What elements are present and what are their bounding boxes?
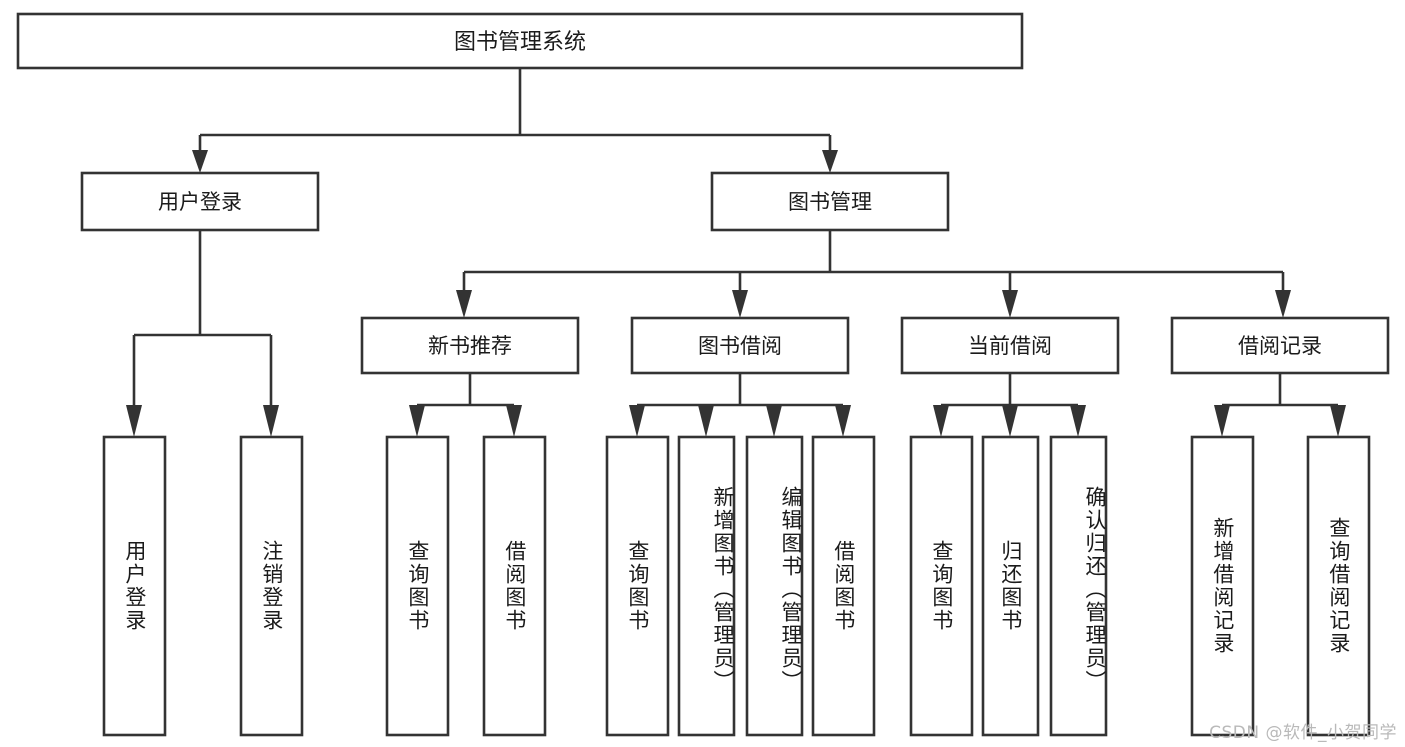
node-current-borrow-box[interactable] (900, 316, 1120, 375)
arrow-icon-bookborrow-leaf1 (629, 405, 645, 437)
leaf-box-query-borrow-record[interactable] (1306, 435, 1371, 737)
arrow-icon-borrowrecord-leaf1 (1214, 405, 1230, 437)
leaf-box-return-book[interactable] (981, 435, 1040, 737)
arrow-icon-to-book-borrow (732, 290, 748, 318)
arrow-icon-to-book-manage (822, 150, 838, 173)
node-borrow-record-label: 借阅记录 (1238, 334, 1322, 358)
node-new-book-recommend-label: 新书推荐 (428, 334, 512, 358)
node-user-login-box[interactable] (80, 171, 320, 232)
leaf-box-confirm-return-admin[interactable] (1049, 435, 1108, 737)
leaf-box-query-book-new[interactable] (385, 435, 450, 737)
arrow-icon-currentborrow-leaf2 (1002, 405, 1018, 437)
arrow-icon-newbook-leaf2 (506, 405, 522, 437)
node-book-borrow-label: 图书借阅 (698, 334, 782, 358)
arrow-icon-to-borrow-record (1275, 290, 1291, 318)
arrow-icon-bookborrow-leaf3 (766, 405, 782, 437)
node-root-box[interactable] (16, 12, 1024, 70)
leaf-box-query-book-current[interactable] (909, 435, 974, 737)
leaf-box-edit-book-admin[interactable] (745, 435, 804, 737)
watermark-text: CSDN @软件_小贺同学 (1209, 723, 1397, 743)
node-borrow-record-box[interactable] (1170, 316, 1390, 375)
leaf-box-query-book-borrow[interactable] (605, 435, 670, 737)
leaf-box-user-login[interactable] (102, 435, 167, 737)
node-root-label: 图书管理系统 (454, 30, 586, 55)
leaf-box-borrow-book-new[interactable] (482, 435, 547, 737)
arrow-icon-borrowrecord-leaf2 (1330, 405, 1346, 437)
node-user-login-label: 用户登录 (158, 190, 242, 214)
arrow-icon-bookborrow-leaf4 (835, 405, 851, 437)
node-book-borrow-box[interactable] (630, 316, 850, 375)
leaf-box-add-borrow-record[interactable] (1190, 435, 1255, 737)
node-book-manage-box[interactable] (710, 171, 950, 232)
node-layer: 图书管理系统 用户登录 图书管理 新书推荐 图书借阅 当前借阅 借阅记录 (16, 12, 1390, 737)
arrow-icon-userlogin-leaf2 (263, 405, 279, 437)
arrow-icon-userlogin-leaf1 (126, 405, 142, 437)
arrow-icon-to-new-book (456, 290, 472, 318)
arrow-icon-currentborrow-leaf1 (933, 405, 949, 437)
arrow-icon-to-user-login (192, 150, 208, 173)
leaf-box-borrow-book[interactable] (811, 435, 876, 737)
node-book-manage-label: 图书管理 (788, 190, 872, 214)
arrow-icon-to-current-borrow (1002, 290, 1018, 318)
arrow-icon-currentborrow-leaf3 (1070, 405, 1086, 437)
node-current-borrow-label: 当前借阅 (968, 334, 1052, 358)
arrowhead-layer (126, 150, 1346, 437)
leaf-box-logout-login[interactable] (239, 435, 304, 737)
leaf-box-add-book-admin[interactable] (677, 435, 736, 737)
arrow-icon-bookborrow-leaf2 (698, 405, 714, 437)
arrow-icon-newbook-leaf1 (409, 405, 425, 437)
node-new-book-recommend-box[interactable] (360, 316, 580, 375)
